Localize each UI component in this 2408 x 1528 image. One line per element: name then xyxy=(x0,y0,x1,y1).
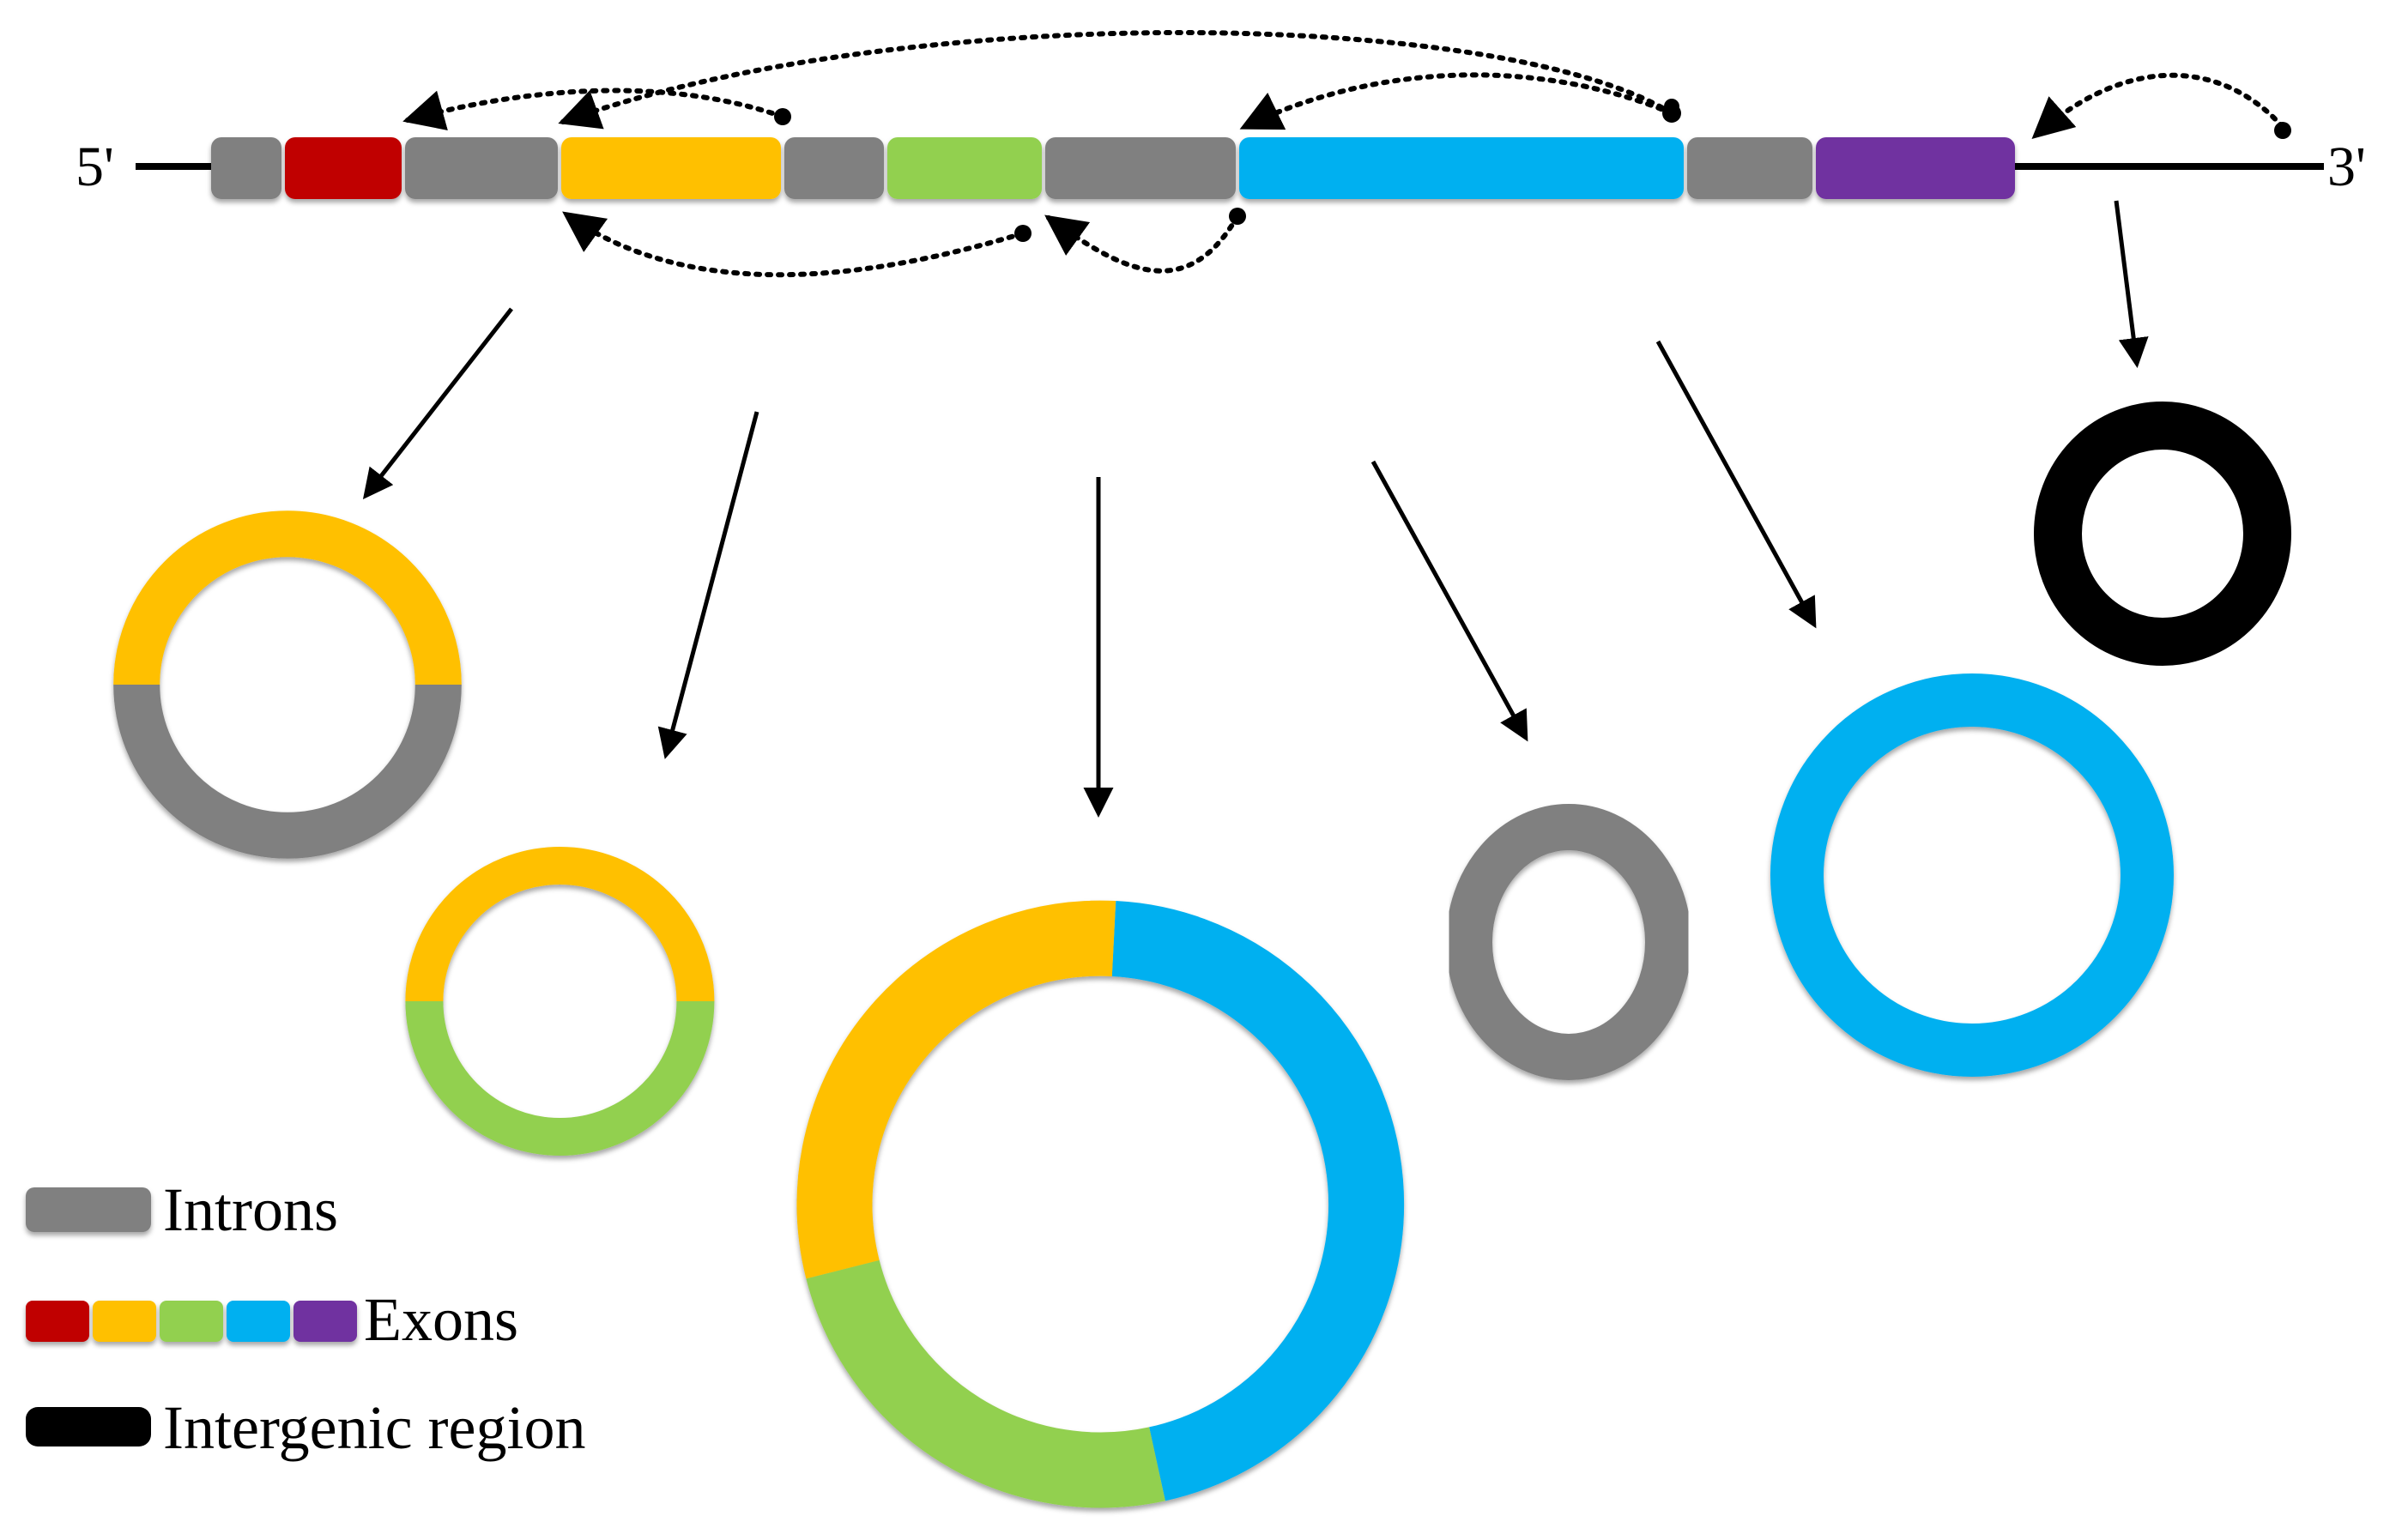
circrna-exon-intron xyxy=(113,510,462,859)
legend-exons-label: Exons xyxy=(364,1285,518,1354)
legend-intergenic-swatch xyxy=(26,1407,151,1446)
backsplice-arc-dots-bottom xyxy=(1014,208,1246,242)
five-prime-label: 5' xyxy=(76,136,114,198)
backsplice-arcs-bottom xyxy=(562,211,1240,278)
intron-segment-3 xyxy=(784,137,884,199)
gene-segments xyxy=(211,137,2015,199)
legend: Introns Exons Intergenic region xyxy=(26,1175,585,1462)
backsplice-arcs-top xyxy=(402,30,2285,139)
circrna-exonic-blue xyxy=(1770,673,2174,1077)
circrna-multi-exon xyxy=(796,900,1405,1508)
exon-segment-purple xyxy=(1816,137,2015,199)
exon-segment-green xyxy=(887,137,1042,199)
exon-segment-red xyxy=(285,137,402,199)
exon-segment-yellow xyxy=(561,137,781,199)
circrna-arrows xyxy=(362,200,2149,818)
legend-intron-swatch xyxy=(26,1187,151,1232)
intron-segment-5 xyxy=(1687,137,1812,199)
circrna-intronic xyxy=(1446,804,1691,1080)
legend-exon-swatches xyxy=(26,1301,357,1342)
legend-introns-label: Introns xyxy=(163,1175,338,1244)
intron-segment-1 xyxy=(211,137,281,199)
backsplice-arc-dots-top xyxy=(774,99,2291,139)
circrna-intergenic xyxy=(2034,402,2291,666)
intron-segment-4 xyxy=(1045,137,1236,199)
exon-segment-blue xyxy=(1239,137,1684,199)
three-prime-label: 3' xyxy=(2327,136,2366,198)
legend-intergenic-label: Intergenic region xyxy=(163,1393,585,1462)
intron-segment-2 xyxy=(405,137,558,199)
circrna-exon-yellow-green xyxy=(405,847,715,1156)
